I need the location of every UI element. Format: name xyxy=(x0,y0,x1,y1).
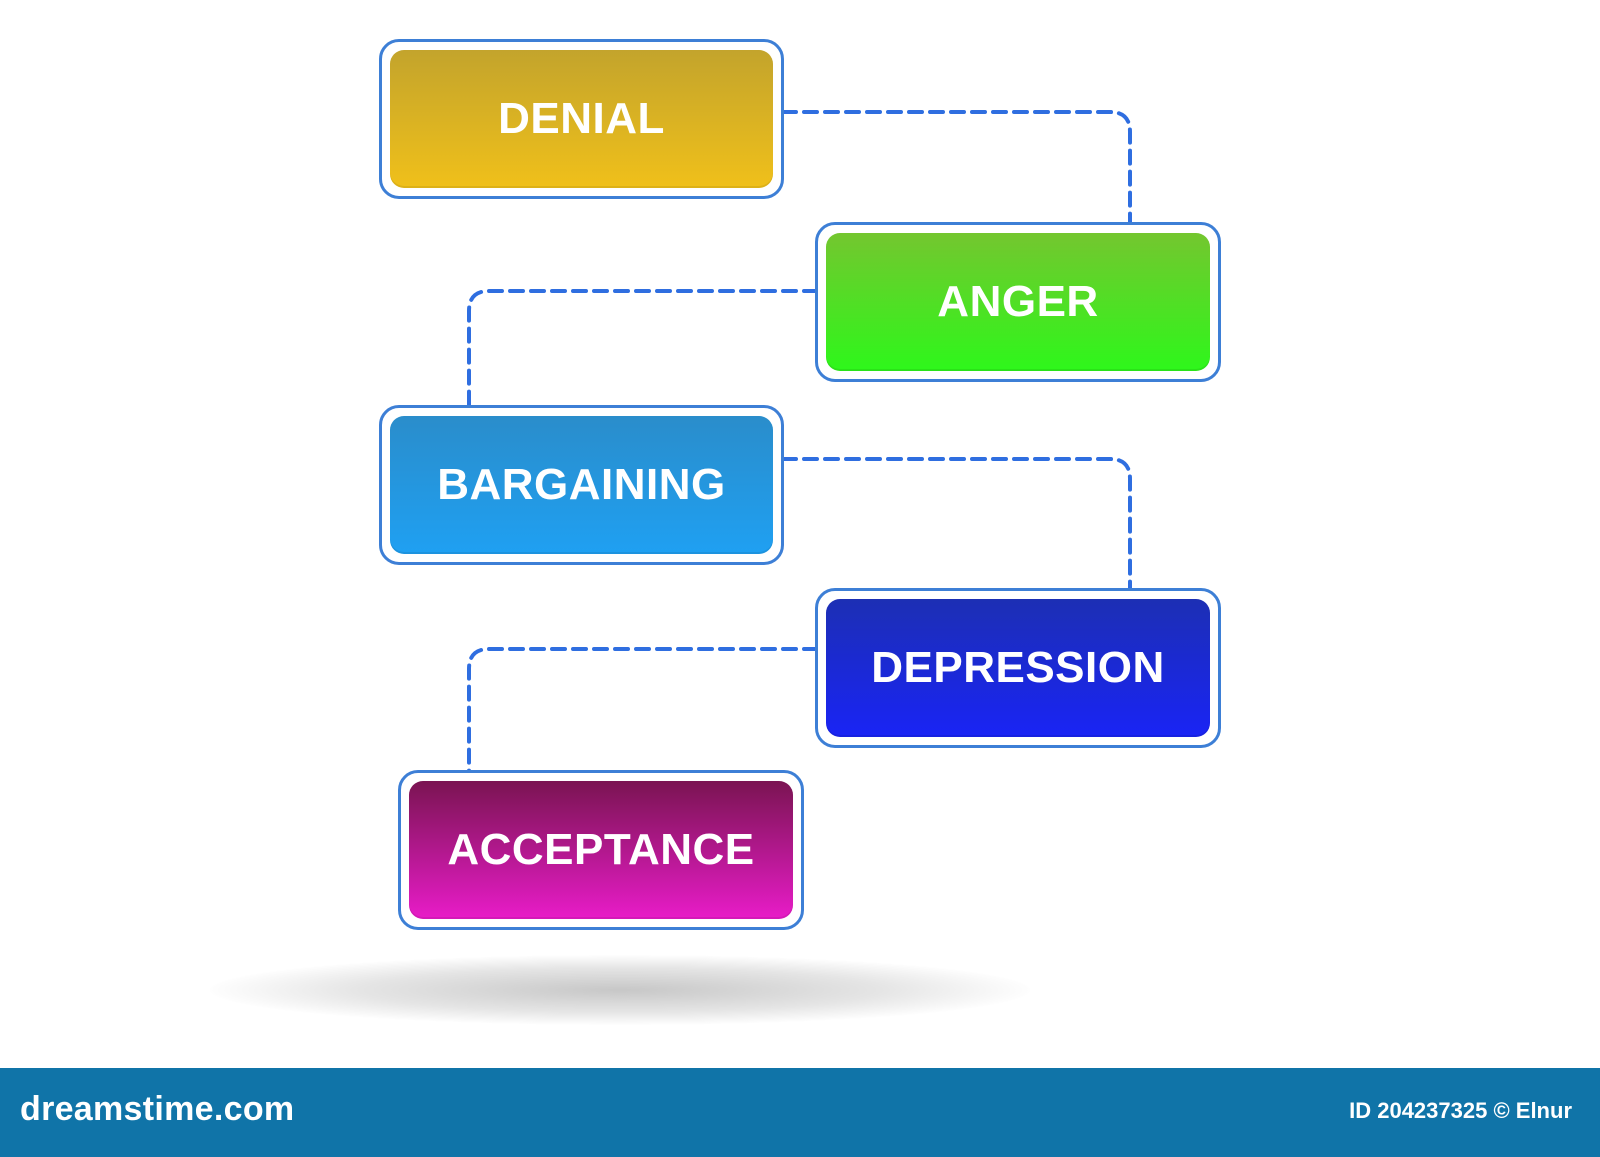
stage-bargaining-box: BARGAINING xyxy=(379,405,784,565)
stage-depression-label: DEPRESSION xyxy=(826,599,1210,737)
stages-diagram: DENIAL ANGER BARGAINING DEPRESSION ACCEP… xyxy=(210,39,1221,1025)
stage-bargaining-label: BARGAINING xyxy=(390,416,773,554)
stage-denial-label: DENIAL xyxy=(390,50,773,188)
image-credit: ID 204237325 © Elnur xyxy=(1349,1098,1572,1123)
site-logo[interactable]: dreamstime.com xyxy=(20,1090,295,1128)
stage-anger-box: ANGER xyxy=(815,222,1221,382)
stage-acceptance-label: ACCEPTANCE xyxy=(409,781,793,919)
stage-denial-box: DENIAL xyxy=(379,39,784,199)
stock-footer-bar: dreamstime.com ID 204237325 © Elnur xyxy=(0,1068,1600,1157)
stage-depression-box: DEPRESSION xyxy=(815,588,1221,748)
floor-shadow xyxy=(210,955,1030,1025)
stage-anger-label: ANGER xyxy=(826,233,1210,371)
stage-acceptance-box: ACCEPTANCE xyxy=(398,770,804,930)
